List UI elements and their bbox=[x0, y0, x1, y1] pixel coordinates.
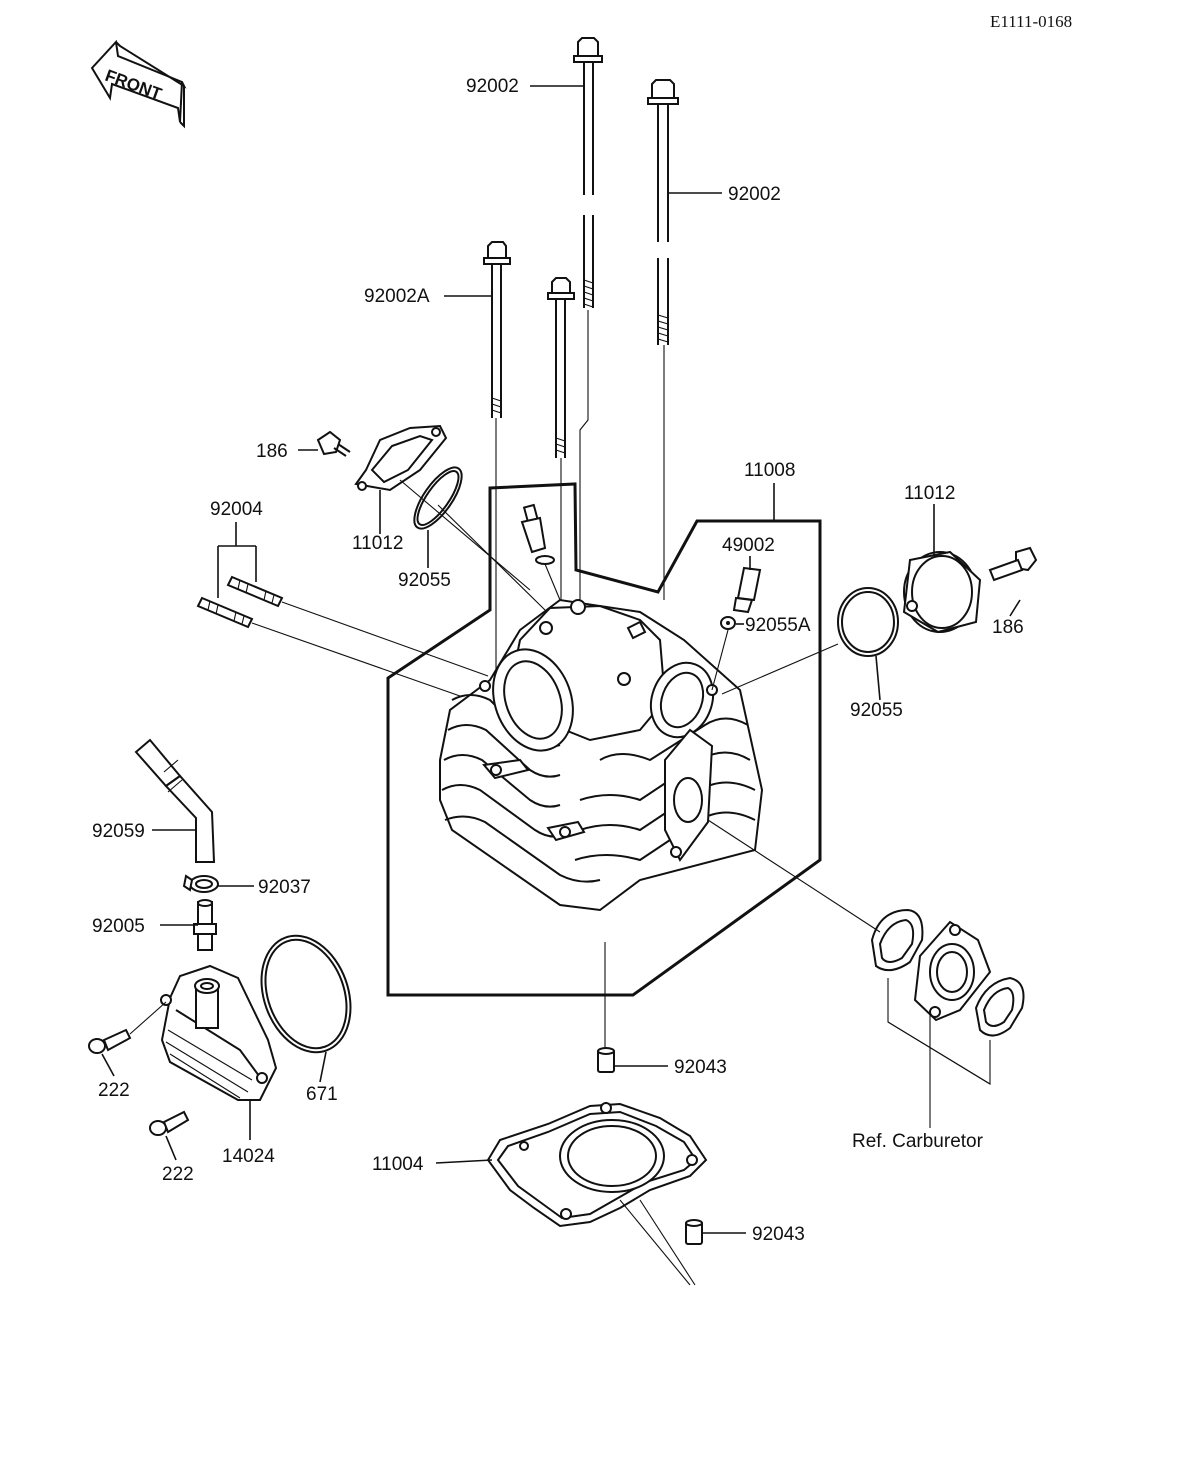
bolt-92002-a bbox=[573, 37, 603, 308]
oring-671 bbox=[260, 934, 352, 1054]
label-11012-left: 11012 bbox=[352, 533, 403, 554]
dowel-92043-b bbox=[685, 1219, 703, 1245]
gasket-92055-right bbox=[837, 587, 899, 657]
label-671: 671 bbox=[306, 1084, 338, 1105]
label-92055A: 92055A bbox=[745, 615, 811, 636]
cap-11012-left bbox=[354, 424, 448, 492]
label-ref-carburetor: Ref. Carburetor bbox=[852, 1131, 984, 1152]
dowel-92043-a bbox=[597, 1047, 615, 1073]
label-11008: 11008 bbox=[744, 460, 795, 481]
label-92004: 92004 bbox=[210, 499, 263, 520]
label-11004: 11004 bbox=[372, 1154, 424, 1175]
spark-plug-inner bbox=[520, 503, 555, 565]
carburetor-gaskets bbox=[870, 908, 1025, 1037]
label-222-a: 222 bbox=[98, 1080, 130, 1101]
screw-222-b bbox=[149, 1110, 190, 1136]
cap-11012-right bbox=[902, 550, 982, 634]
bolt-92002A-b bbox=[547, 277, 575, 458]
label-186-right: 186 bbox=[992, 617, 1024, 638]
label-49002: 49002 bbox=[722, 535, 775, 556]
bolt-92002A-a bbox=[483, 241, 511, 418]
label-92037: 92037 bbox=[258, 877, 311, 898]
cover-14024 bbox=[160, 964, 278, 1101]
hose-92059 bbox=[134, 738, 216, 863]
label-92005: 92005 bbox=[92, 916, 145, 937]
front-arrow-icon: FRONT bbox=[90, 39, 187, 129]
label-92059: 92059 bbox=[92, 821, 145, 842]
label-92043-b: 92043 bbox=[752, 1224, 805, 1245]
bolt-186-right bbox=[988, 546, 1038, 582]
label-11012-right: 11012 bbox=[904, 483, 955, 504]
gasket-11004 bbox=[486, 1102, 708, 1228]
studs-92004 bbox=[196, 575, 284, 629]
screw-222-a bbox=[88, 1028, 132, 1054]
label-92002-b: 92002 bbox=[728, 184, 781, 205]
label-222-b: 222 bbox=[162, 1164, 194, 1185]
nipple-92005 bbox=[193, 899, 217, 951]
bolt-186-left bbox=[316, 430, 351, 457]
gasket-92055-left bbox=[413, 466, 463, 530]
label-92055-left: 92055 bbox=[398, 570, 451, 591]
cylinder-head-bracket bbox=[386, 482, 822, 997]
bolt-92002-b bbox=[647, 79, 679, 345]
label-92043-a: 92043 bbox=[674, 1057, 727, 1078]
label-92002-a: 92002 bbox=[466, 76, 519, 97]
plug-49002 bbox=[720, 566, 762, 630]
label-92055-right: 92055 bbox=[850, 700, 903, 721]
label-92002A: 92002A bbox=[364, 286, 430, 307]
clamp-92037 bbox=[182, 874, 219, 893]
diagram-code: E1111-0168 bbox=[990, 12, 1072, 31]
label-14024: 14024 bbox=[222, 1146, 275, 1167]
cylinder-head bbox=[439, 598, 764, 912]
label-186-left: 186 bbox=[256, 441, 288, 462]
